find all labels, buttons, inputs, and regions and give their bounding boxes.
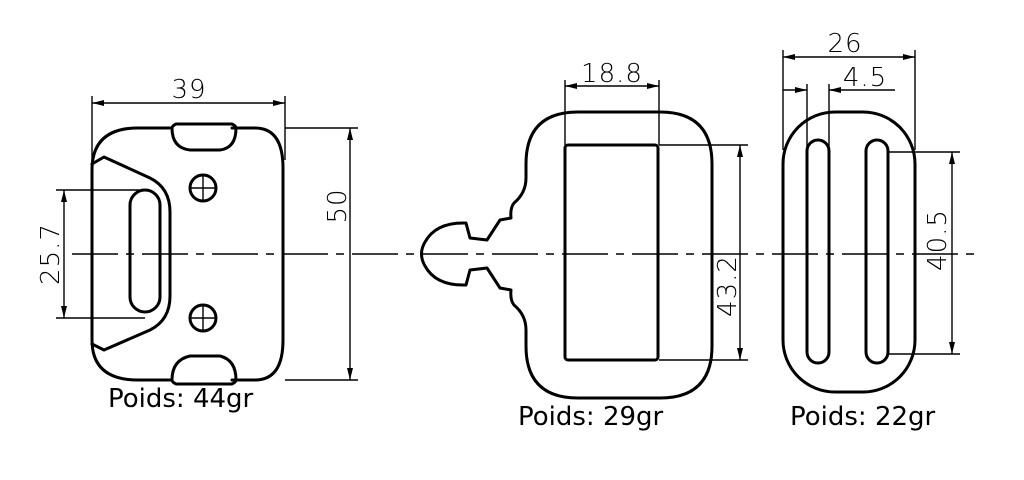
top-tab bbox=[170, 122, 238, 152]
dim-slider-slot-label: 4.5 bbox=[843, 63, 887, 93]
buckle-wedge bbox=[90, 155, 172, 352]
buckle-female: 39 50 25.7 Poids: 44gr bbox=[36, 75, 358, 414]
weight-label-male: Poids: 29gr bbox=[518, 402, 664, 432]
dim-width-label: 39 bbox=[171, 75, 206, 105]
buckle-male-body bbox=[420, 110, 714, 400]
buckle-male: 18.8 43.2 Poids: 29gr bbox=[420, 59, 748, 432]
buckle-female-slot bbox=[128, 188, 162, 314]
dim-height-label: 50 bbox=[323, 188, 353, 223]
bottom-tab bbox=[170, 354, 238, 386]
dim-slot-label: 25.7 bbox=[36, 223, 66, 285]
buckle-male-slot bbox=[563, 143, 660, 362]
dim-slider-slot-height-label: 40.5 bbox=[923, 209, 953, 271]
slider-slot-right bbox=[864, 138, 890, 365]
dim-slider-width-label: 26 bbox=[827, 29, 862, 59]
buckle-female-body bbox=[90, 126, 285, 382]
slider-body bbox=[781, 110, 917, 394]
slider: 26 4.5 40.5 Poids: 22gr bbox=[781, 29, 960, 432]
weight-label-slider: Poids: 22gr bbox=[790, 402, 936, 432]
weight-label-female: Poids: 44gr bbox=[108, 384, 254, 414]
dim-slot-height-label: 43.2 bbox=[713, 255, 743, 317]
dim-slot-width-label: 18.8 bbox=[581, 59, 643, 89]
slider-slot-left bbox=[805, 138, 831, 365]
